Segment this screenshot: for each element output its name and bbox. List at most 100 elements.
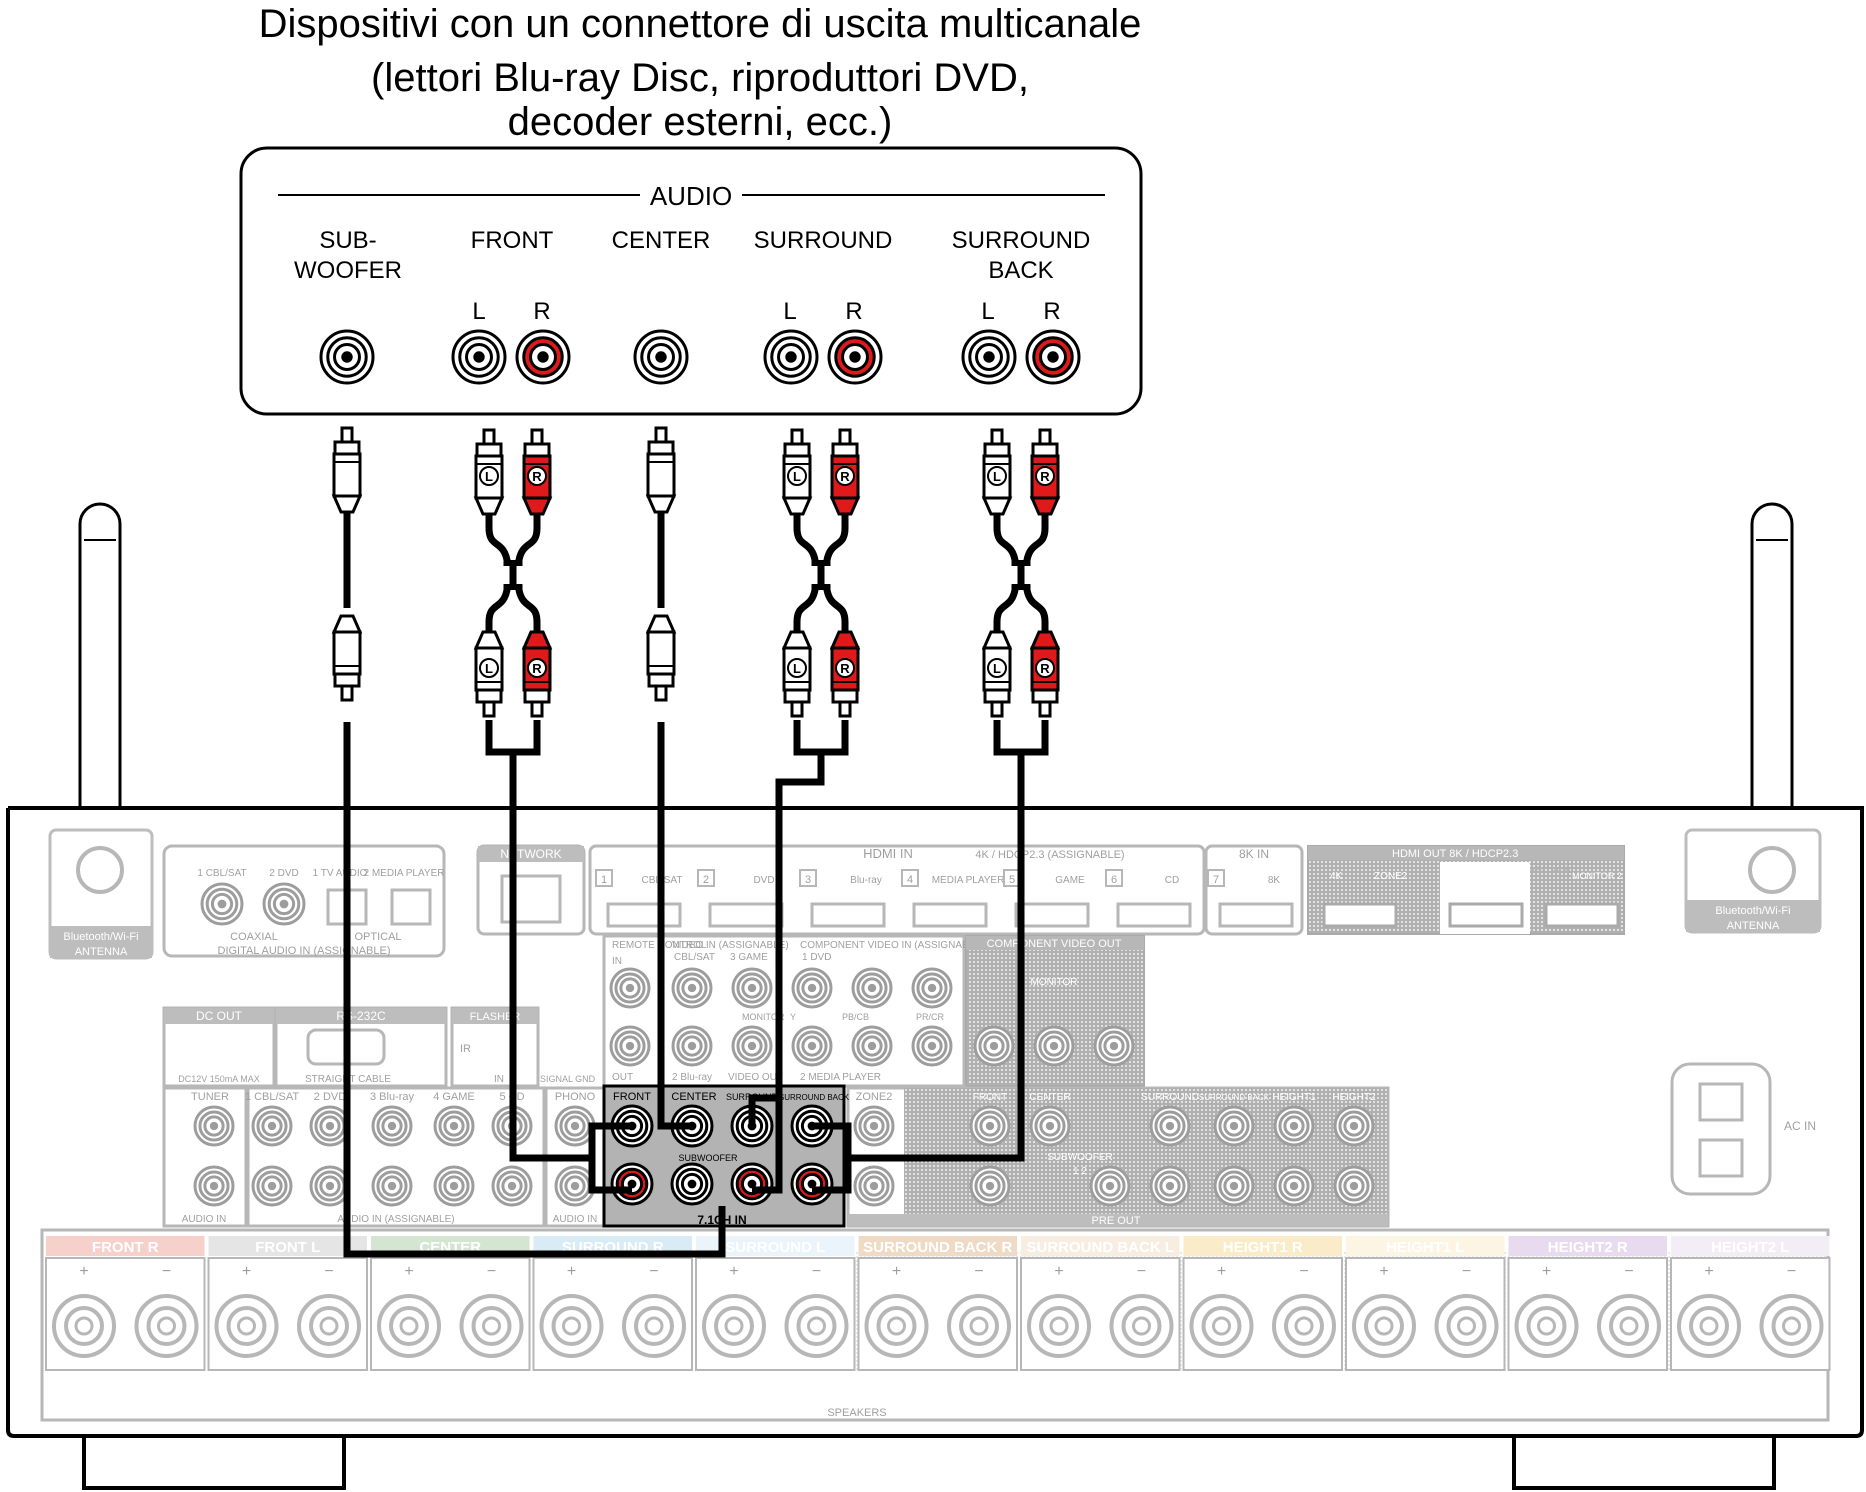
title-line-3: decoder esterni, ecc.) [507,100,893,144]
center-output-label: CENTER [612,227,711,254]
phono-audio-in-label: AUDIO IN [553,1214,597,1225]
speaker-group-label-9: HEIGHT1 L [1386,1239,1464,1256]
plug-letter: R [532,469,542,484]
bt-antenna-left-label-2: ANTENNA [75,946,128,958]
hdmi-out-4k-label: 4K [1330,871,1343,882]
coax-jack-2 [262,882,306,926]
bt-antenna-left-label-1: Bluetooth/Wi-Fi [63,931,138,943]
video-jack-6 [791,967,833,1009]
pre-out-subwoofer-label: SUBWOOFER [1047,1152,1113,1163]
source-jack-surround-l [763,329,819,385]
hdmi-in-label: HDMI IN [863,846,913,861]
video-jack-13 [1033,1025,1075,1067]
pre-out-jack-9 [1213,1165,1255,1207]
hdmi-in-num-3: 3 [805,874,811,886]
subwoofer-label-2: WOOFER [294,257,402,284]
surround-l-lower [793,584,819,632]
audio-in-jack-9 [433,1165,475,1207]
terminal-plus-sign: + [892,1263,901,1280]
pre-out-jack-7 [1149,1165,1191,1207]
component-in-dvd-label: 1 DVD [802,952,831,963]
surround-l-upper [793,512,819,566]
speaker-terminal-group-11: HEIGHT2 L+− [1670,1236,1831,1371]
coaxial-label: COAXIAL [230,931,278,943]
pre-out-sub-numbers: 1 2 [1073,1166,1087,1177]
surround-r-upper [823,512,849,566]
hdmi-in-name-4: MEDIA PLAYER [932,875,1005,886]
ch71-front-label: FRONT [613,1091,651,1103]
source-jack-front-r [515,329,571,385]
digital-audio-in-label: DIGITAL AUDIO IN (ASSIGNABLE) [218,945,391,957]
surround-r-route [752,752,825,1194]
hdmi-in-num-4: 4 [907,874,913,886]
plug-letter: L [993,661,1001,676]
subwoofer-label-1: SUB- [319,227,376,254]
title-line-2: (lettori Blu-ray Disc, riproduttori DVD, [371,56,1029,100]
hdmi-8k-in-label: 8K IN [1239,847,1269,861]
front-plug-bottom-l: L [473,630,505,718]
hdmi-in-num-2: 2 [703,874,709,886]
tuner-label: TUNER [191,1091,229,1103]
pre-out-jack-2 [969,1105,1011,1147]
ch71-subwoofer-label: SUBWOOFER [678,1153,738,1163]
video-monitor-label: MONITOR [742,1012,785,1022]
pre-out-surround-back-label: SURROUND BACK [1199,1093,1270,1102]
speaker-terminal-group-2: FRONT L+− [207,1236,368,1371]
plug-letter: R [532,661,542,676]
surround-back-l-upper [993,512,1019,566]
surround-plug-bottom-r: R [829,630,861,718]
surround-plug-bottom-l: L [781,630,813,718]
video-jack-10 [911,967,953,1009]
surround-r-label: R [845,298,862,325]
surround-back-r-upper [1023,512,1049,566]
hdmi-in-port-4 [912,902,988,928]
title-line-1: Dispositivi con un connettore di uscita … [258,2,1142,46]
bt-antenna-right-label-1: Bluetooth/Wi-Fi [1715,905,1790,917]
speaker-terminal-group-9: HEIGHT1 L+− [1345,1236,1506,1371]
terminal-minus-sign: − [974,1263,983,1280]
ac-in-label: AC IN [1784,1119,1816,1133]
front-output-label: FRONT [471,227,554,254]
audio-in-jack-4 [309,1105,351,1147]
hdmi-in-name-2: DVD [753,875,774,886]
ch71-surround-back-label: SURROUND BACK [779,1093,850,1102]
plug-letter: R [1040,661,1050,676]
speaker-group-label-1: FRONT R [92,1239,159,1256]
phono-label: PHONO [555,1091,596,1103]
speaker-group-label-8: HEIGHT1 R [1223,1239,1303,1256]
coax-2-label: 2 DVD [269,868,298,879]
source-jack-surround-r [827,329,883,385]
terminal-minus-sign: − [162,1263,171,1280]
signal-gnd-label: SIGNAL GND [540,1074,596,1084]
audio-in-jack-3 [251,1165,293,1207]
pre-out-height2-label: HEIGHT2 [1332,1092,1376,1103]
foot-left [82,1434,346,1490]
hdmi-in-port-3 [810,902,886,928]
terminal-plus-sign: + [1379,1263,1388,1280]
audio-in-4-label: 4 GAME [433,1091,475,1103]
optical-1-label: 1 TV AUDIO [313,868,368,879]
hdmi-in-name-6: CD [1165,875,1179,886]
audio-in-jack-12 [554,1105,596,1147]
terminal-plus-sign: + [242,1263,251,1280]
video-jack-14 [1093,1025,1135,1067]
terminal-minus-sign: − [1787,1263,1796,1280]
front-r-upper [515,512,541,566]
front-l-upper [485,512,511,566]
front-r-lower [515,584,541,632]
remote-out-label: OUT [612,1072,633,1083]
component-out-monitor-label: MONITOR [1030,977,1077,988]
front-r-label: R [533,298,550,325]
video-jack-1 [609,1025,651,1067]
hdmi-in-port-6 [1116,902,1192,928]
component-pr-label: PR/CR [916,1012,945,1022]
surround-back-label-1: SURROUND [952,227,1091,254]
surround-back-l-lower [993,584,1019,632]
foot-right [1512,1434,1776,1490]
hdmi-in-num-6: 6 [1111,874,1117,886]
coax-1-label: 1 CBL/SAT [197,868,246,879]
video-in-game-label: 3 GAME [730,952,768,963]
sub-cable-lower [343,722,726,1258]
plug-letter: L [485,661,493,676]
